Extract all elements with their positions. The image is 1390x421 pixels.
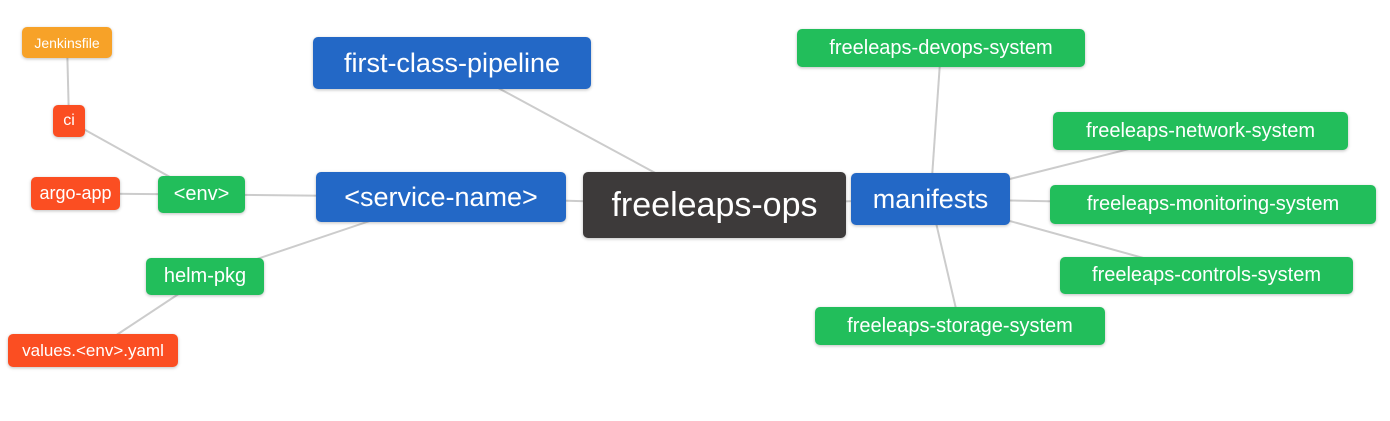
node-freeleaps-controls-system[interactable]: freeleaps-controls-system xyxy=(1060,257,1353,294)
node-manifests[interactable]: manifests xyxy=(851,173,1010,225)
node-first-class-pipeline[interactable]: first-class-pipeline xyxy=(313,37,591,89)
node-jenkinsfile[interactable]: Jenkinsfile xyxy=(22,27,112,58)
node-env[interactable]: <env> xyxy=(158,176,245,213)
node-freeleaps-devops-system[interactable]: freeleaps-devops-system xyxy=(797,29,1085,67)
node-freeleaps-monitoring-system[interactable]: freeleaps-monitoring-system xyxy=(1050,185,1376,224)
node-service-name[interactable]: <service-name> xyxy=(316,172,566,222)
node-argo-app[interactable]: argo-app xyxy=(31,177,120,210)
node-ci[interactable]: ci xyxy=(53,105,85,137)
node-freeleaps-ops[interactable]: freeleaps-ops xyxy=(583,172,846,238)
node-values-env-yaml[interactable]: values.<env>.yaml xyxy=(8,334,178,367)
node-freeleaps-network-system[interactable]: freeleaps-network-system xyxy=(1053,112,1348,150)
node-freeleaps-storage-system[interactable]: freeleaps-storage-system xyxy=(815,307,1105,345)
node-helm-pkg[interactable]: helm-pkg xyxy=(146,258,264,295)
